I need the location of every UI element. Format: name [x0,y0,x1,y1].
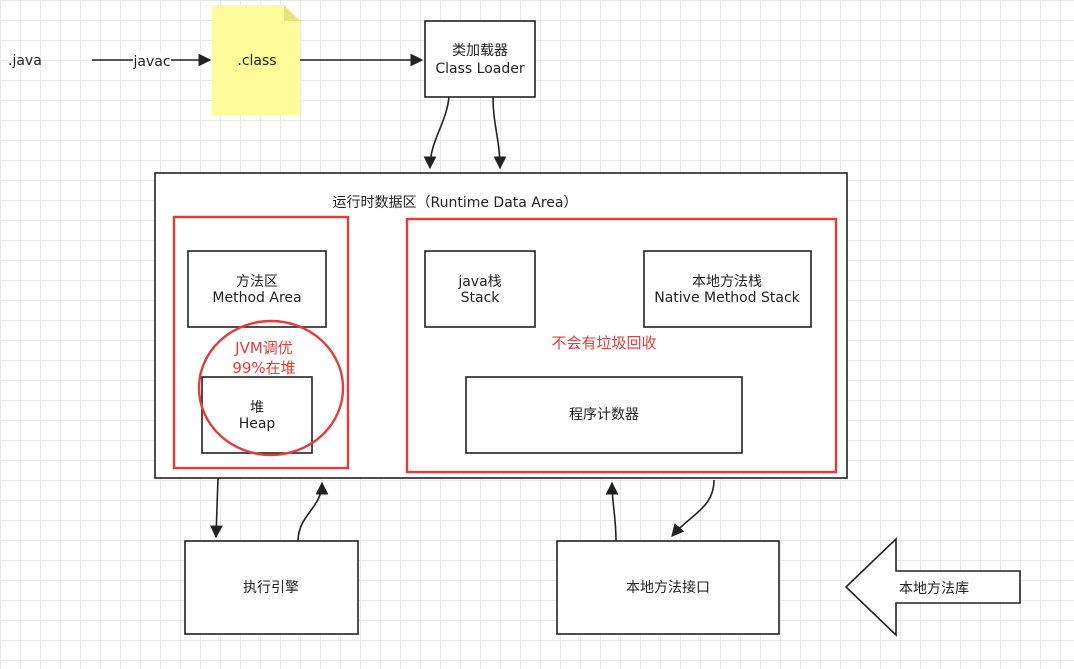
shared-region-highlight [172,215,350,470]
runtime-to-engine-arrow [209,477,223,539]
class-loader-title-cn: 类加载器 [452,43,508,59]
execution-engine-title: 执行引擎 [243,580,299,596]
java-stack-title-en: Stack [461,290,501,306]
heap-title-cn: 堆 [250,400,264,416]
class-file-note [212,5,300,115]
native-method-stack-title-en: Native Method Stack [654,290,800,306]
native-library-arrow-shape [844,537,1021,637]
class-file-label: .class [237,53,276,69]
loader-to-runtime-arrow-1 [423,96,450,170]
native-method-stack-title-cn: 本地方法栈 [692,274,762,290]
program-counter-title: 程序计数器 [569,407,639,423]
native-method-stack-box [643,250,812,328]
private-region-highlight [405,217,838,474]
loader-to-runtime-arrow-2 [492,96,507,170]
method-area-box [187,250,327,328]
no-gc-note: 不会有垃圾回收 [551,334,656,352]
java-stack-title-cn: java栈 [457,274,501,290]
java-stack-box [424,250,536,328]
method-area-title-cn: 方法区 [236,274,278,290]
program-counter-box [465,376,743,454]
method-area-title-en: Method Area [212,290,301,306]
jvm-tuning-circle [197,319,345,457]
class-loader-title-en: Class Loader [435,61,524,77]
heap-box [201,376,313,454]
interface-to-runtime-arrow [605,481,619,542]
heap-title-en: Heap [239,416,276,432]
native-interface-box [556,540,780,635]
execution-engine-box [184,540,359,635]
engine-to-runtime-arrow [297,481,329,542]
class-file-note-fold [284,5,300,21]
javac-label-bg [133,52,171,70]
javac-label: javac [132,54,170,70]
class-loader-box [424,20,536,98]
native-interface-title: 本地方法接口 [626,579,710,596]
java-source-label: .java [8,53,42,69]
runtime-data-area-title: 运行时数据区（Runtime Data Area） [332,195,577,211]
jvm-tuning-note-line1: JVM调优 [234,339,293,357]
runtime-to-interface-arrow [671,479,715,537]
jvm-tuning-note-line2: 99%在堆 [232,359,295,377]
native-library-label: 本地方法库 [899,581,969,597]
